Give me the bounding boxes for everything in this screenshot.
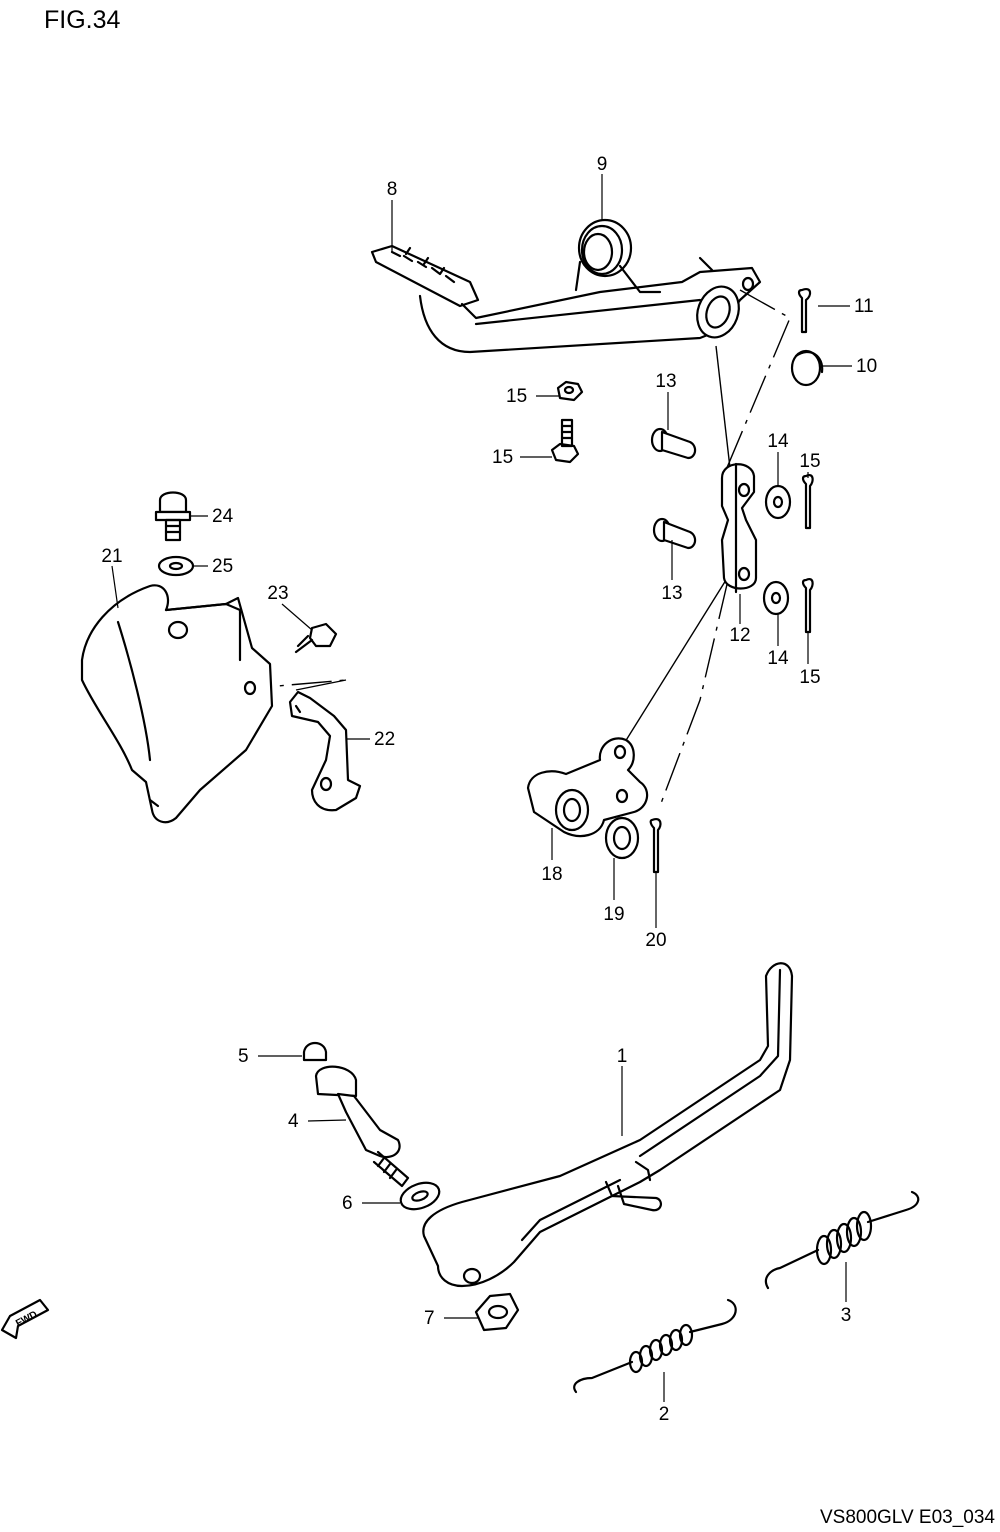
callout-8: 8 [387, 179, 398, 200]
forward-direction-icon: FWD [0, 1298, 50, 1340]
callout-3: 3 [841, 1305, 852, 1326]
clevis-pin-lower [652, 517, 697, 550]
callout-14-upper: 14 [767, 431, 789, 452]
callout-15-lower: 15 [799, 667, 820, 688]
nut-17 [556, 380, 584, 402]
figure-code: VS800GLV E03_034 [820, 1507, 995, 1528]
pedal-return-spring [574, 218, 662, 294]
cotter-pin-20 [649, 818, 662, 874]
washer-25 [157, 555, 195, 577]
cotter-pin-11 [797, 288, 812, 334]
callout-9: 9 [597, 154, 608, 175]
side-stand [422, 962, 794, 1288]
heel-guard [80, 584, 274, 824]
washer-19 [604, 816, 640, 860]
callout-13-lower: 13 [661, 583, 682, 604]
callout-17: 15 [506, 386, 527, 407]
nut-7 [474, 1292, 520, 1332]
link-rod [720, 462, 758, 594]
callout-14-lower: 14 [767, 648, 789, 669]
bolt-24 [154, 491, 192, 542]
clevis-pin-upper [650, 427, 697, 460]
callout-23: 23 [267, 583, 288, 604]
callout-5: 5 [238, 1046, 249, 1067]
callout-13-upper: 13 [655, 371, 676, 392]
figure-title: FIG.34 [44, 6, 121, 34]
washer-6 [399, 1181, 441, 1211]
stand-pivot-bolt [314, 1065, 410, 1188]
callout-25: 25 [212, 556, 233, 577]
guard-bracket [288, 690, 362, 812]
stand-spring-2 [573, 1298, 737, 1394]
screw-23 [294, 622, 338, 654]
brake-pedal [370, 244, 762, 354]
callout-4: 4 [288, 1111, 299, 1132]
brake-lever-arm [526, 737, 649, 838]
leader-lines [111, 174, 852, 1402]
callout-7: 7 [424, 1308, 435, 1329]
stand-spring-3 [764, 1190, 920, 1290]
callout-16: 15 [492, 447, 513, 468]
callout-10: 10 [856, 356, 877, 377]
bolt-16 [550, 418, 580, 464]
callout-2: 2 [659, 1404, 670, 1425]
callout-20: 20 [645, 930, 666, 951]
pivot-cap [790, 349, 824, 387]
callout-24: 24 [212, 506, 234, 527]
washer-14-upper [764, 484, 792, 520]
callout-19: 19 [603, 904, 624, 925]
callout-1: 1 [617, 1046, 628, 1067]
callout-15-upper: 15 [799, 451, 820, 472]
cotter-pin-15-upper [801, 474, 814, 530]
callout-22: 22 [374, 729, 395, 750]
callout-18: 18 [541, 864, 562, 885]
cotter-pin-15-lower [801, 578, 814, 634]
callout-12: 12 [729, 625, 750, 646]
alignment-lines [231, 289, 791, 807]
callout-11: 11 [854, 296, 874, 317]
callout-6: 6 [342, 1193, 353, 1214]
washer-14-lower [762, 580, 790, 616]
callout-21: 21 [101, 546, 122, 567]
callout-labels: 8 9 11 10 15 15 13 13 14 14 15 15 12 18 … [101, 154, 877, 1425]
pivot-nut-cap [302, 1041, 328, 1062]
